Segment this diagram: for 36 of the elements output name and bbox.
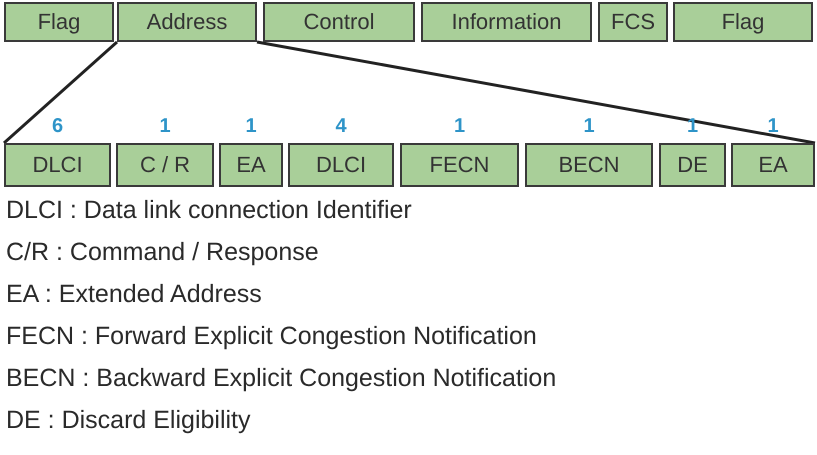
- field-name: Information: [451, 9, 562, 35]
- field-name: C / R: [140, 152, 190, 178]
- frame-field: [598, 2, 668, 42]
- abbreviation-definition: FECN : Forward Explicit Congestion Notification: [6, 322, 537, 351]
- frame-field: [117, 2, 257, 42]
- expansion-line: [3, 40, 118, 144]
- bit-count: 1: [766, 115, 780, 138]
- frame-field: [421, 2, 592, 42]
- bit-count: 1: [244, 115, 258, 138]
- field-name: DLCI: [32, 152, 83, 178]
- field-name: DE: [677, 152, 708, 178]
- abbreviation-definition: EA : Extended Address: [6, 280, 262, 309]
- field-name: EA: [236, 152, 266, 178]
- field-name: FECN: [430, 152, 490, 178]
- field-name: BECN: [558, 152, 620, 178]
- field-name: FCS: [611, 9, 655, 35]
- bit-count: 6: [50, 115, 64, 138]
- expansion-line: [256, 40, 816, 144]
- field-name: Flag: [722, 9, 764, 35]
- bit-count: 1: [158, 115, 172, 138]
- bit-count: 4: [334, 115, 348, 138]
- abbreviation-definition: C/R : Command / Response: [6, 238, 319, 267]
- abbreviation-definition: BECN : Backward Explicit Congestion Notification: [6, 364, 556, 393]
- field-name: Flag: [38, 9, 80, 35]
- abbreviation-definition: DLCI : Data link connection Identifier: [6, 196, 412, 225]
- bit-count: 1: [582, 115, 596, 138]
- abbreviation-definition: DE : Discard Eligibility: [6, 406, 251, 435]
- frame-field: [4, 2, 114, 42]
- field-name: Address: [146, 9, 228, 35]
- field-name: EA: [758, 152, 788, 178]
- frame-field: [673, 2, 813, 42]
- field-name: DLCI: [316, 152, 366, 178]
- bit-count: 1: [452, 115, 466, 138]
- field-name: Control: [304, 9, 374, 35]
- frame-field: [263, 2, 415, 42]
- bit-count: 1: [686, 115, 700, 138]
